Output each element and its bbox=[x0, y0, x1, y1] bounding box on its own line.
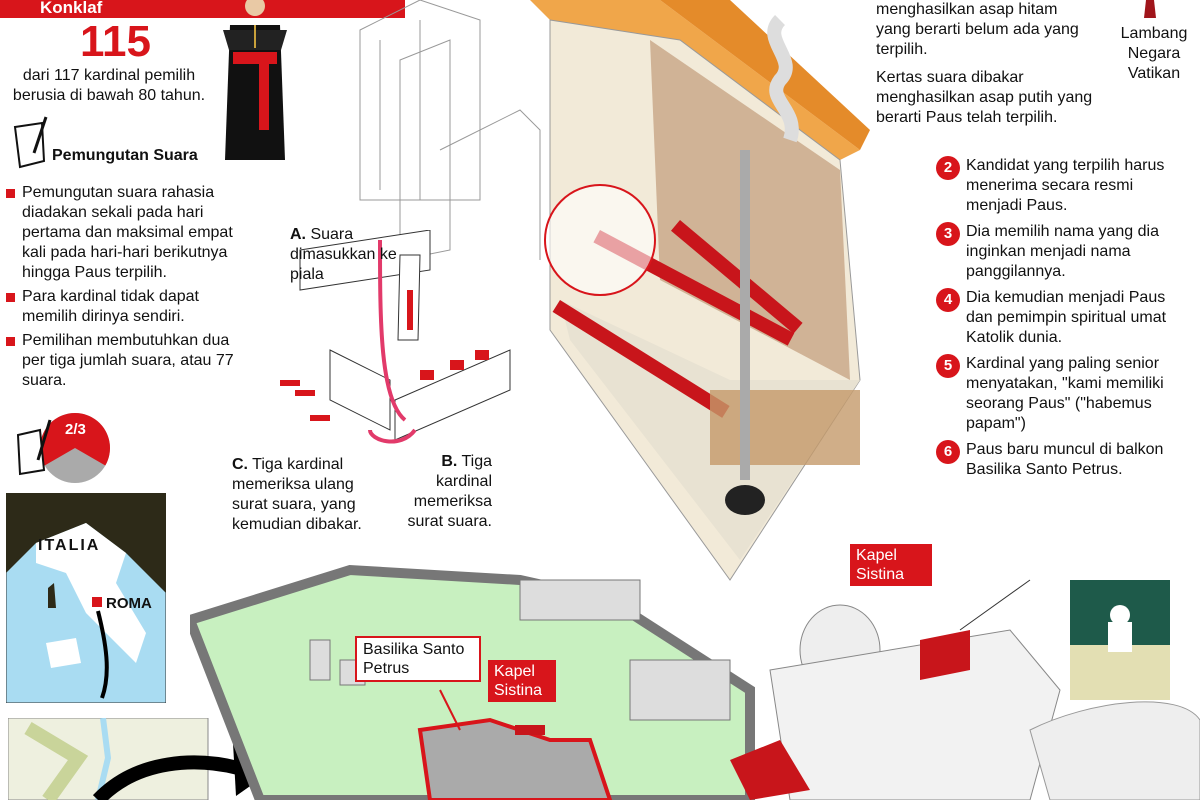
label-roma: ROMA bbox=[106, 595, 152, 612]
two-thirds-pie: 2/3 bbox=[16, 412, 110, 483]
rome-map-and-arrow bbox=[8, 718, 273, 800]
italy-map bbox=[6, 493, 166, 703]
label-chapel-map: Kapel Sistina bbox=[488, 660, 556, 702]
header-title: Konklaf bbox=[40, 0, 103, 17]
label-chapel-basilica: Kapel Sistina bbox=[850, 544, 932, 586]
ballot-process-illustration bbox=[280, 230, 511, 444]
rule-two-thirds: Pemilihan membutuhkan dua per tiga jumla… bbox=[6, 331, 246, 391]
step-c-label: C. Tiga kardinal memeriksa ulang surat s… bbox=[232, 456, 362, 533]
label-italia: ITALIA bbox=[38, 537, 101, 554]
rule-secret-ballot: Pemungutan suara rahasia diadakan sekali… bbox=[6, 183, 246, 283]
fraction-label: 2/3 bbox=[65, 421, 86, 438]
ballot-paper-icon bbox=[13, 116, 48, 169]
voting-rules: Pemungutan suara rahasia diadakan sekali… bbox=[6, 183, 246, 391]
cardinal-illustration bbox=[223, 0, 287, 160]
rule-no-self-vote: Para kardinal tidak dapat memilih diriny… bbox=[6, 287, 246, 327]
black-smoke-text: menghasilkan asap hitam yang berarti bel… bbox=[876, 1, 1079, 58]
voting-title: Pemungutan Suara bbox=[52, 147, 198, 164]
white-smoke-text: Kertas suara dibakar menghasilkan asap p… bbox=[876, 69, 1093, 126]
elector-description: dari 117 kardinal pemilih berusia di baw… bbox=[12, 67, 206, 104]
sistine-chapel-cutaway bbox=[530, 0, 870, 581]
emblem-label: Lambang Negara Vatikan bbox=[1120, 25, 1188, 82]
st-peters-basilica-illustration bbox=[730, 579, 1200, 800]
vatican-city-map bbox=[190, 564, 755, 800]
vatican-emblem-icon bbox=[1144, 0, 1156, 18]
step-a-label: A. Suara dimasukkan ke piala bbox=[290, 226, 397, 283]
elector-count: 115 bbox=[80, 17, 151, 66]
header-bar: Konklaf bbox=[0, 0, 405, 18]
buildings-sketch bbox=[359, 0, 541, 261]
step-b-label: B. Tiga kardinal memeriksa surat suara. bbox=[407, 453, 492, 530]
label-basilica: Basilika Santo Petrus bbox=[355, 636, 481, 682]
